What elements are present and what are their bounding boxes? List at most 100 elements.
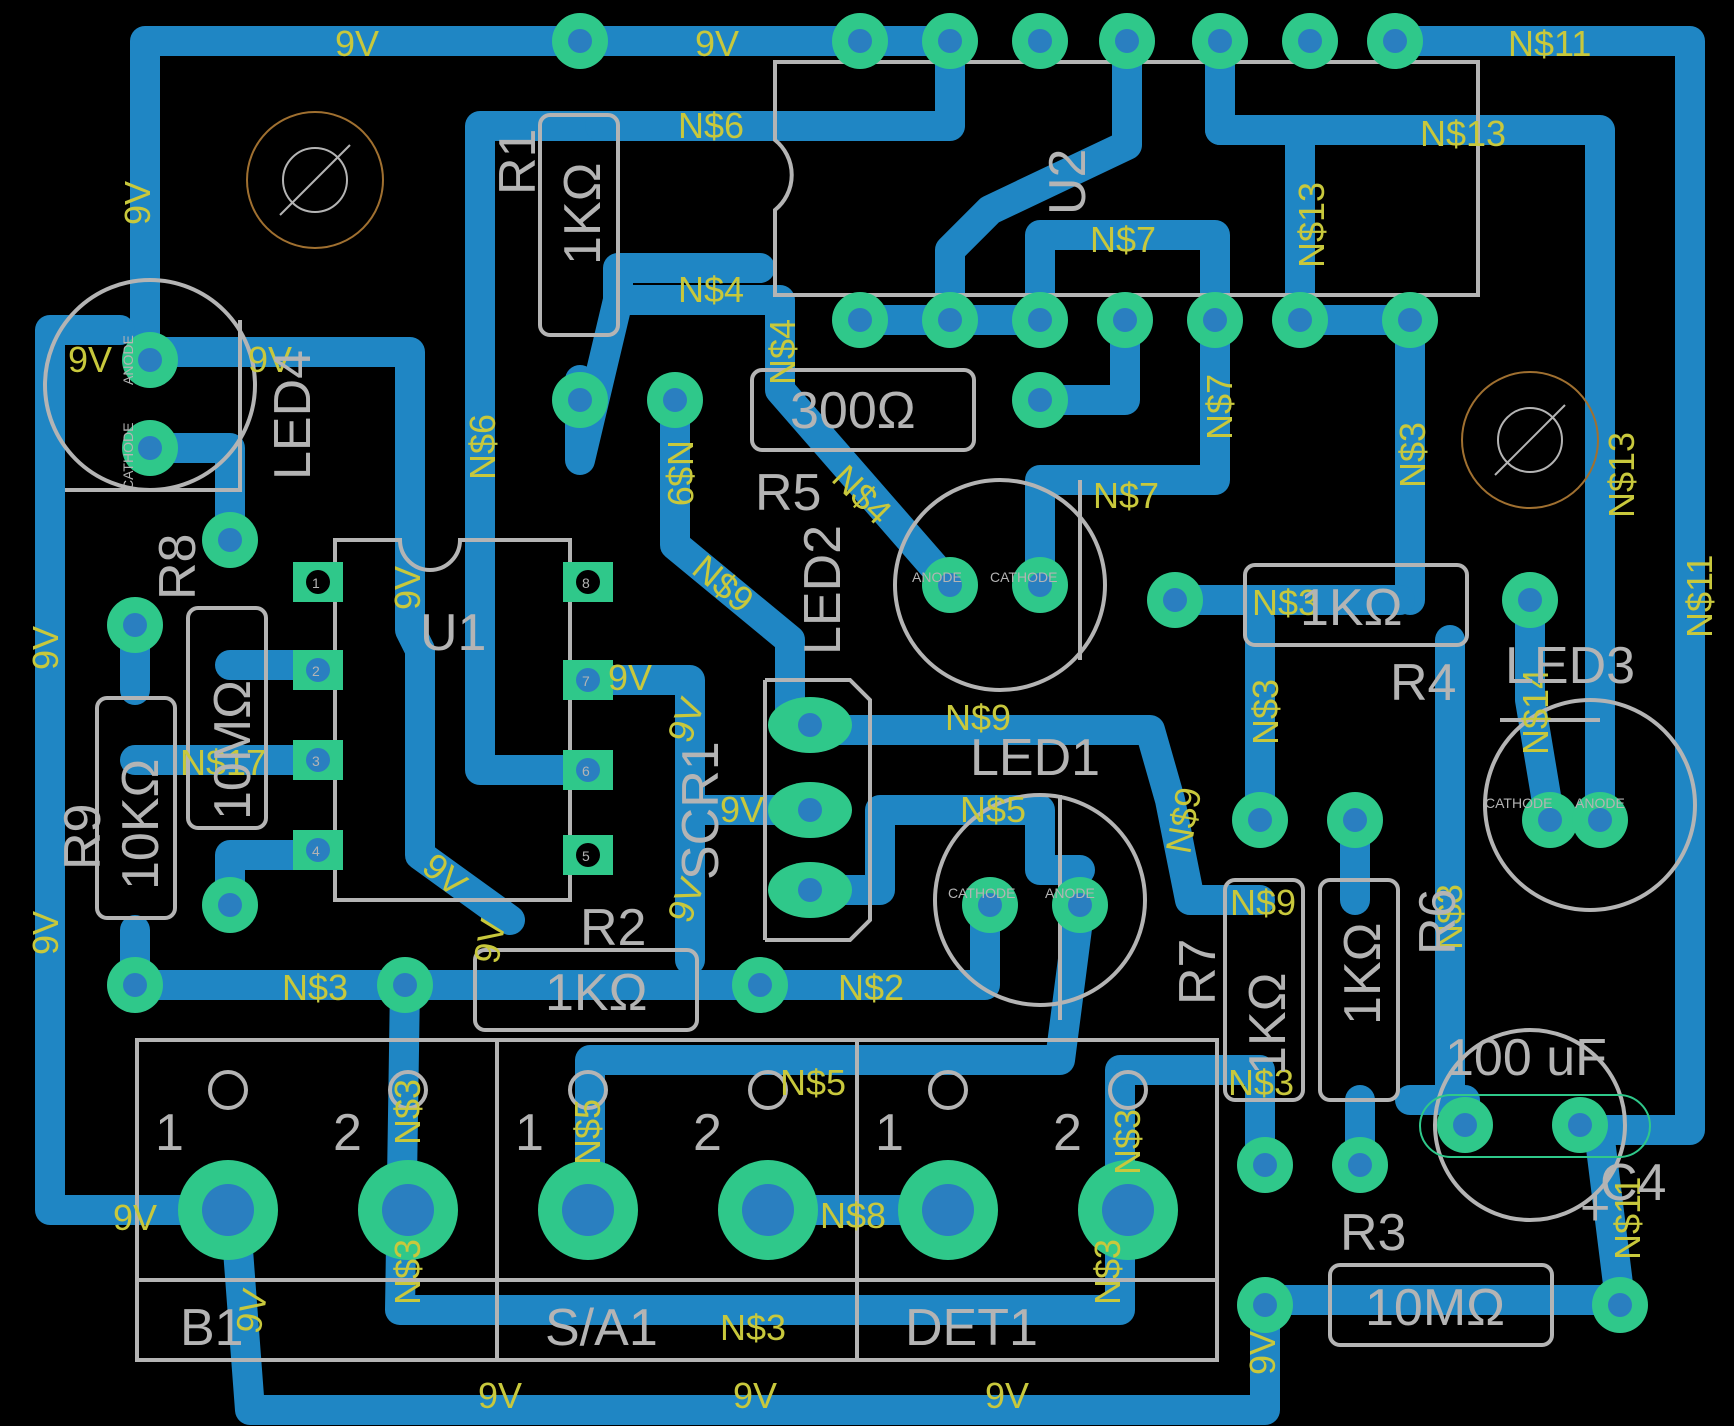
net-label-n5-vert: N$5 (567, 1099, 608, 1165)
net-label-n14: N$14 (1515, 669, 1556, 755)
led3-outline (1483, 698, 1697, 912)
led4-name: LED4 (264, 350, 322, 480)
u2-drill-1 (848, 308, 872, 332)
trace-n5-led1 (575, 890, 1095, 1225)
u1-drill-3 (306, 748, 330, 772)
r9-drill-top (123, 613, 147, 637)
net-label-n3-bottom: N$3 (720, 1307, 786, 1348)
c4-value: 100 uF (1445, 1029, 1607, 1087)
trace-9v-top (130, 26, 968, 367)
r7-drill-bottom (1253, 1153, 1277, 1177)
det1-pin-2: 2 (1053, 1104, 1082, 1162)
c4-polarity: + (1580, 1179, 1610, 1237)
r1-drill-1 (568, 388, 592, 412)
u2-drill-11 (1115, 29, 1139, 53)
net-labels: 9V 9V 9V 9V 9V 9V 9V 9V 9V 9V 9V 9V 9V 9… (25, 23, 1720, 1416)
net-label-n4-vert: N$4 (762, 319, 803, 385)
b1-hole-1 (208, 1070, 248, 1110)
r3-value: 10MΩ (1365, 1279, 1505, 1337)
trace-9v-u1-7 (570, 665, 705, 975)
r2-name: R2 (580, 899, 646, 957)
net-label-9v-left-1: 9V (117, 181, 158, 225)
net-label-n3-r6: N$3 (1429, 884, 1470, 950)
r9-drill-bottom (123, 973, 147, 997)
trace-n14 (1515, 585, 1565, 835)
r6-drill-top (1343, 808, 1367, 832)
led4-flat (65, 320, 242, 492)
led1-anode-label: ANODE (1045, 885, 1095, 901)
net-label-n13-vert: N$13 (1291, 182, 1332, 268)
net-label-n3-r4b: N$3 (1252, 582, 1318, 623)
r7-name: R7 (1169, 939, 1227, 1005)
c4-pad-area (1419, 1094, 1651, 1158)
trace-n4 (603, 285, 965, 600)
net-label-n3-r4: N$3 (1392, 422, 1433, 488)
sa1-name: S/A1 (545, 1299, 658, 1357)
b1-pin-2: 2 (333, 1104, 362, 1162)
r4-name: R4 (1390, 654, 1456, 712)
led2-cathode-label: CATHODE (990, 569, 1057, 585)
u2-drill-5 (1203, 308, 1227, 332)
sa1-drill-2 (742, 1184, 794, 1236)
r4-body (1243, 563, 1469, 647)
led3-anode-label: ANODE (1575, 795, 1625, 811)
trace-9v-left (35, 315, 250, 1225)
u1-pin-label-7: 7 (582, 673, 590, 689)
u2-drill-2 (938, 308, 962, 332)
net-label-n7-top: N$7 (1090, 219, 1156, 260)
led4-anode-label: ANODE (120, 335, 136, 385)
led2-anode-label: ANODE (912, 569, 962, 585)
trace-9v-left-inner (145, 337, 525, 935)
led3-cathode-label: CATHODE (1485, 795, 1552, 811)
u2-drill-9 (1298, 29, 1322, 53)
net-label-n3-det-a: N$3 (1107, 1109, 1148, 1175)
r5-drill-1 (663, 388, 687, 412)
r8-body (186, 606, 268, 830)
b1-drill-2 (382, 1184, 434, 1236)
u2-drill-7 (1398, 308, 1422, 332)
mount-hole-right-inner (1497, 407, 1563, 473)
component-labels: R1 1KΩ U2 300Ω R5 LED4 R8 10MΩ R9 10KΩ U… (54, 129, 1666, 1357)
led3-drill-anode (1588, 808, 1612, 832)
led1-cathode-label: CATHODE (948, 885, 1015, 901)
u2-drill-3 (1028, 308, 1052, 332)
r3-body (1328, 1263, 1554, 1347)
drill-9v-top (568, 29, 592, 53)
net-label-9v-top-2: 9V (695, 23, 739, 64)
led1-name: LED1 (970, 729, 1100, 787)
u1-drill-4 (306, 838, 330, 862)
net-label-n3-r7b: N$3 (1228, 1062, 1294, 1103)
u1-pin-label-6: 6 (582, 763, 590, 779)
sa1-pin-1: 1 (515, 1104, 544, 1162)
c4-name: C4 (1600, 1154, 1666, 1212)
r8-drill-bottom (218, 893, 242, 917)
u2-name: U2 (1039, 149, 1097, 215)
net-label-n6-top: N$6 (678, 105, 744, 146)
u1-drill-7 (576, 668, 600, 692)
det1-drill-2 (1102, 1184, 1154, 1236)
det1-pin-1: 1 (875, 1104, 904, 1162)
u2-top-pads (832, 13, 1423, 69)
u1-pin-label-1: 1 (312, 575, 320, 591)
trace-n11 (1375, 26, 1705, 1145)
net-label-n11-bottom: N$11 (1607, 1177, 1648, 1260)
net-label-n9-r7: N$9 (1230, 882, 1296, 923)
r7-body (1223, 878, 1305, 1102)
r7-value: 1KΩ (1239, 973, 1297, 1075)
b1-pin-1: 1 (155, 1104, 184, 1162)
r5-body (750, 368, 976, 452)
c4-outline (1433, 1028, 1627, 1222)
r1-value: 1KΩ (554, 163, 612, 265)
r2-value: 1KΩ (545, 964, 647, 1022)
u1-pin-label-8: 8 (582, 575, 590, 591)
net-label-9v-led4-b: 9V (248, 339, 292, 380)
r5-name: R5 (755, 464, 821, 522)
u1-pin-label-2: 2 (312, 663, 320, 679)
u1-drill-2 (306, 658, 330, 682)
net-label-9v-bottom-3: 9V (985, 1375, 1029, 1416)
net-label-n3-r7: N$3 (1245, 679, 1286, 745)
u1-name: U1 (420, 604, 486, 662)
det1-outline (855, 1038, 1219, 1362)
net-label-n13-right: N$13 (1601, 432, 1642, 518)
